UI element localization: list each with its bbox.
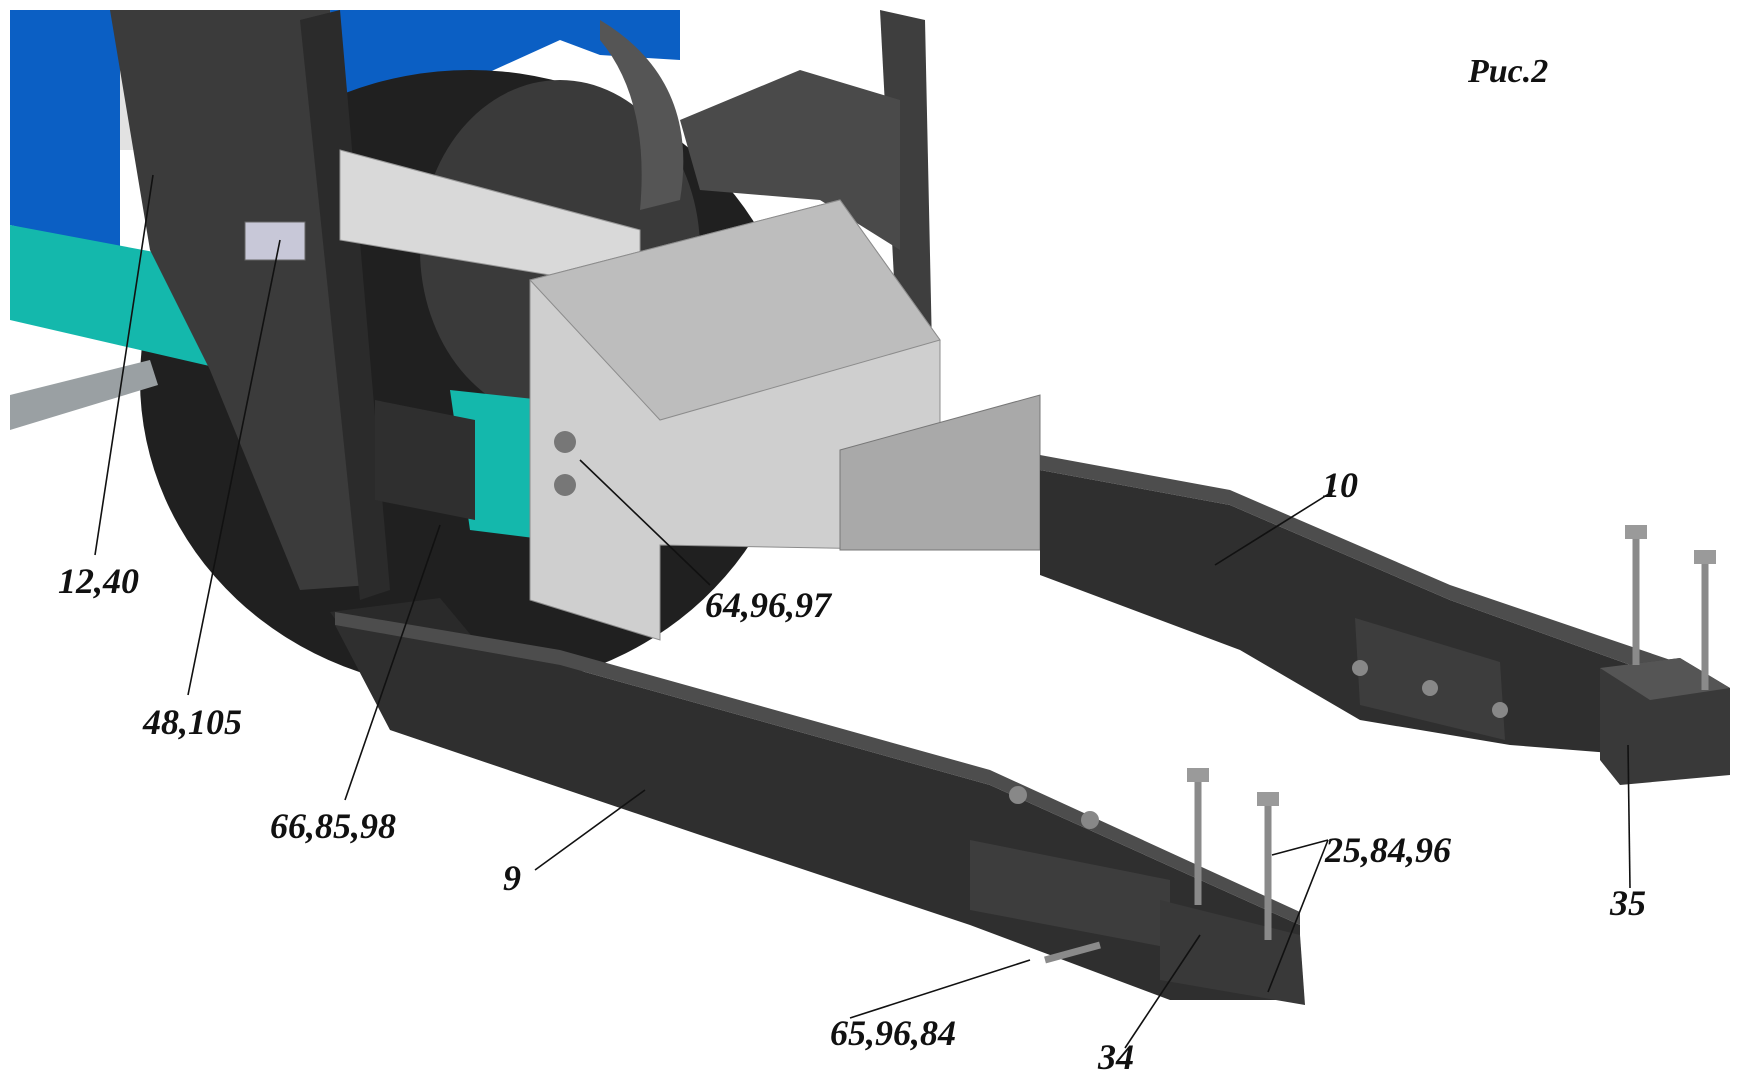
bolt-head bbox=[1187, 768, 1209, 782]
leader-12-40 bbox=[94, 174, 154, 556]
bolt-head bbox=[1257, 792, 1279, 806]
callout-label: 12,40 bbox=[58, 561, 139, 601]
callout-label: 10 bbox=[1322, 465, 1358, 505]
callout-label: 25,84,96 bbox=[1324, 830, 1451, 870]
nut bbox=[554, 431, 576, 453]
nameplate bbox=[244, 221, 306, 261]
housing-top bbox=[529, 199, 941, 421]
leader-lines bbox=[94, 174, 1631, 1049]
nut bbox=[1352, 660, 1368, 676]
leader-10 bbox=[1214, 489, 1336, 566]
mount-bracket bbox=[375, 400, 475, 520]
shoe-35-top bbox=[1600, 658, 1730, 700]
bolt-shank bbox=[1044, 941, 1101, 964]
runner-9 bbox=[335, 612, 1305, 1005]
shoe-34 bbox=[1160, 900, 1305, 1005]
runner-10-body bbox=[1040, 470, 1700, 760]
leader-64-96-97 bbox=[579, 459, 711, 586]
callout-label: 34 bbox=[1097, 1037, 1134, 1077]
runner-10 bbox=[1040, 455, 1730, 785]
leader-65-96-84 bbox=[849, 959, 1031, 1019]
machine-frame bbox=[10, 10, 1041, 690]
nut bbox=[554, 474, 576, 496]
callout-label: 9 bbox=[503, 858, 521, 898]
leader-25-84-96-b bbox=[1267, 839, 1329, 993]
callout-label: 65,96,84 bbox=[830, 1013, 956, 1053]
callout-label: 48,105 bbox=[142, 702, 242, 742]
bolt-head bbox=[1694, 550, 1716, 564]
runner-10-plate bbox=[1355, 618, 1505, 740]
leader-25-84-96-a bbox=[1271, 839, 1329, 856]
bolt-head bbox=[1625, 525, 1647, 539]
bolts bbox=[554, 431, 1716, 964]
callout-label: 66,85,98 bbox=[270, 806, 396, 846]
leader-34 bbox=[1124, 934, 1201, 1049]
upright-plate-left bbox=[110, 10, 370, 590]
runner-9-plate bbox=[970, 840, 1170, 948]
leader-66-85-98 bbox=[344, 524, 441, 801]
grey-rod bbox=[10, 360, 158, 430]
nut bbox=[1492, 702, 1508, 718]
upright-plate-right bbox=[300, 10, 390, 600]
figure-caption: Рис.2 bbox=[1467, 53, 1548, 90]
blue-panel-left bbox=[10, 10, 120, 250]
callout-label: 64,96,97 bbox=[705, 585, 833, 625]
leader-9 bbox=[534, 789, 646, 871]
runner-10-top bbox=[1040, 455, 1700, 690]
nut bbox=[1422, 680, 1438, 696]
gusset bbox=[680, 70, 900, 250]
disk-hub bbox=[600, 20, 684, 210]
leader-35 bbox=[1627, 744, 1631, 889]
blue-panel-top bbox=[330, 10, 680, 140]
callout-label: 35 bbox=[1609, 883, 1646, 923]
nut bbox=[1009, 786, 1027, 804]
nut bbox=[1081, 811, 1099, 829]
leader-48-105 bbox=[187, 239, 281, 696]
